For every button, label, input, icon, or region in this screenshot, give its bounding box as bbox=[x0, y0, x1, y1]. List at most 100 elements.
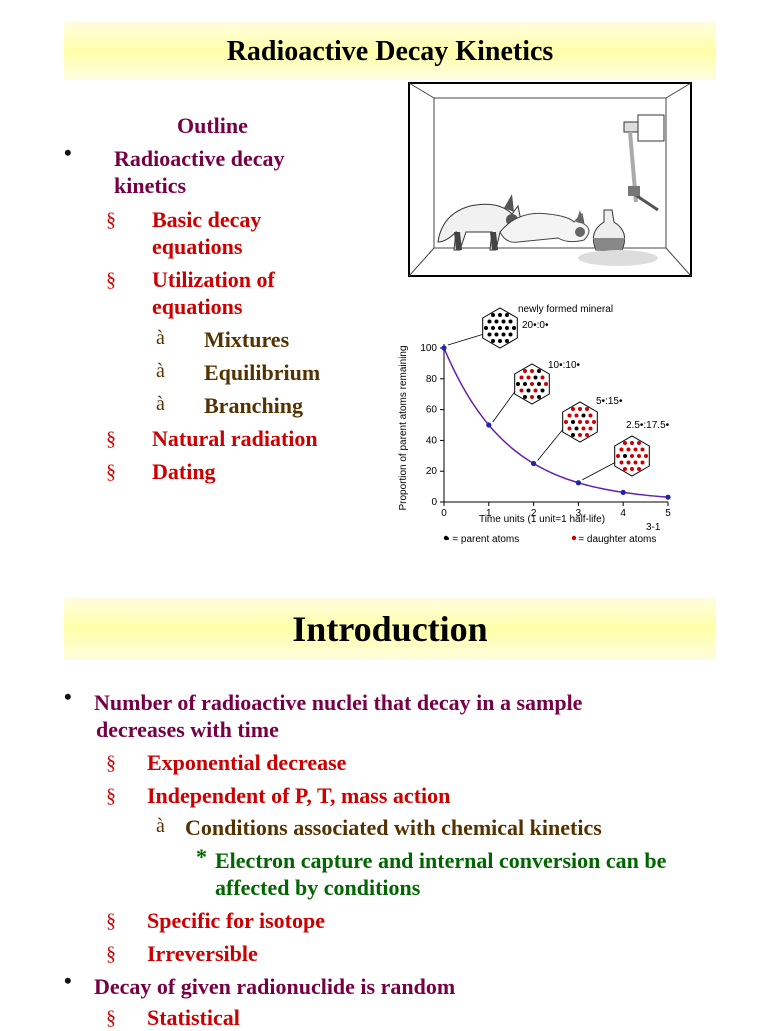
s5: Statistical bbox=[147, 1005, 240, 1030]
mineral-label: newly formed mineral bbox=[518, 304, 613, 315]
data-point bbox=[531, 460, 537, 467]
st1-line1: Electron capture and internal conversion… bbox=[215, 848, 667, 873]
poison-flask-icon bbox=[578, 209, 658, 266]
daughter-atom bbox=[574, 413, 579, 418]
x-tick-label: 0 bbox=[441, 508, 447, 519]
s1: Exponential decrease bbox=[147, 750, 347, 775]
daughter-atom bbox=[578, 433, 582, 437]
data-point bbox=[665, 494, 671, 500]
daughter-atom bbox=[588, 426, 593, 431]
section-marker: § bbox=[106, 785, 116, 807]
daughter-atom bbox=[530, 382, 534, 386]
slide1-title-banner: Radioactive Decay Kinetics bbox=[64, 22, 716, 80]
b1-line2: decreases with time bbox=[96, 717, 279, 742]
s2: Independent of P, T, mass action bbox=[147, 783, 451, 808]
parent-atom bbox=[487, 319, 492, 324]
sub1-line2: equations bbox=[152, 234, 243, 259]
parent-atom bbox=[491, 339, 495, 343]
daughter-atom bbox=[619, 447, 624, 452]
daughter-atom bbox=[637, 454, 641, 458]
y-tick-label: 0 bbox=[431, 497, 437, 508]
daughter-atom bbox=[630, 441, 634, 445]
parent-atom bbox=[537, 395, 541, 399]
daughter-atom bbox=[588, 413, 593, 418]
daughter-atom bbox=[544, 382, 548, 386]
section-marker: § bbox=[106, 910, 116, 932]
parent-atom bbox=[571, 420, 575, 424]
parent-atom bbox=[487, 332, 492, 337]
parent-atom bbox=[505, 313, 509, 317]
parent-atom bbox=[498, 313, 502, 317]
pointer-arrow bbox=[447, 333, 485, 346]
star-marker: * bbox=[196, 844, 207, 869]
data-point bbox=[486, 422, 492, 428]
outline-heading: Outline bbox=[177, 113, 248, 138]
daughter-atom bbox=[519, 388, 524, 393]
parent-atom bbox=[523, 382, 527, 386]
decay-curve-line bbox=[443, 347, 669, 498]
daughter-atom bbox=[633, 460, 638, 465]
daughter-atom bbox=[616, 454, 620, 458]
daughter-atom bbox=[519, 375, 524, 380]
b2: Decay of given radionuclide is random bbox=[94, 974, 456, 999]
parent-atom bbox=[484, 326, 488, 330]
y-tick-label: 100 bbox=[420, 343, 437, 354]
arrow-marker: à bbox=[156, 360, 165, 382]
daughter-atom bbox=[578, 407, 582, 411]
parent-atom bbox=[505, 339, 509, 343]
x-axis-label: Time units (1 unit=1 half-life) bbox=[479, 514, 605, 525]
subsub3: Branching bbox=[204, 393, 304, 418]
section-marker: § bbox=[106, 943, 116, 965]
daughter-atom bbox=[526, 375, 531, 380]
x-tick-label: 1 bbox=[486, 508, 492, 519]
slide1-title: Radioactive Decay Kinetics bbox=[226, 36, 554, 67]
daughter-atom bbox=[640, 447, 645, 452]
section-marker: § bbox=[106, 1007, 116, 1029]
daughter-atom bbox=[540, 375, 545, 380]
daughter-atom bbox=[626, 460, 631, 465]
arrow-marker: à bbox=[156, 327, 165, 349]
section-marker: § bbox=[106, 752, 116, 774]
bullet-marker: • bbox=[64, 968, 72, 993]
pointer-arrow bbox=[492, 389, 517, 423]
y-axis-label: Proportion of parent atoms remaining bbox=[398, 345, 409, 510]
parent-atom bbox=[526, 388, 531, 393]
x-tick-label: 2 bbox=[531, 508, 537, 519]
parent-atom bbox=[540, 388, 545, 393]
x-tick-label: 3 bbox=[576, 508, 582, 519]
legend-daughter-dot bbox=[571, 535, 577, 541]
bullet-marker: • bbox=[64, 684, 72, 709]
parent-atom bbox=[505, 326, 509, 330]
y-tick-label: 60 bbox=[426, 405, 438, 416]
st1-line2: affected by conditions bbox=[215, 875, 421, 900]
item1-line2: kinetics bbox=[114, 173, 187, 198]
daughter-atom bbox=[567, 426, 572, 431]
subsub2: Equilibrium bbox=[204, 360, 321, 385]
legend-parent: • = parent atoms bbox=[446, 534, 519, 545]
y-axis-label-text: Proportion of parent atoms remaining bbox=[398, 345, 409, 510]
daughter-atom bbox=[619, 460, 624, 465]
parent-atom bbox=[533, 375, 538, 380]
daughter-atom bbox=[630, 454, 634, 458]
parent-atom bbox=[491, 313, 495, 317]
pointer-arrow bbox=[582, 461, 617, 481]
parent-atom bbox=[508, 332, 513, 337]
sub2-line1: Utilization of bbox=[152, 267, 275, 292]
x-tick-label: 4 bbox=[620, 508, 626, 519]
slide2-title: Introduction bbox=[292, 609, 488, 649]
figure-number: 3-1 bbox=[646, 522, 661, 533]
parent-atom bbox=[512, 326, 516, 330]
daughter-atom bbox=[626, 447, 631, 452]
y-tick-label: 80 bbox=[426, 374, 438, 385]
daughter-atom bbox=[581, 426, 586, 431]
data-point bbox=[620, 489, 626, 495]
data-point bbox=[441, 345, 447, 351]
parent-atom bbox=[523, 395, 527, 399]
sub3: Natural radiation bbox=[152, 426, 318, 451]
parent-atom bbox=[498, 326, 502, 330]
cat-box-illustration bbox=[408, 82, 692, 277]
ratio-label: 5•:15• bbox=[596, 396, 623, 407]
arrow-marker: à bbox=[156, 815, 165, 837]
daughter-atom bbox=[533, 388, 538, 393]
b1-line1: Number of radioactive nuclei that decay … bbox=[94, 690, 583, 715]
